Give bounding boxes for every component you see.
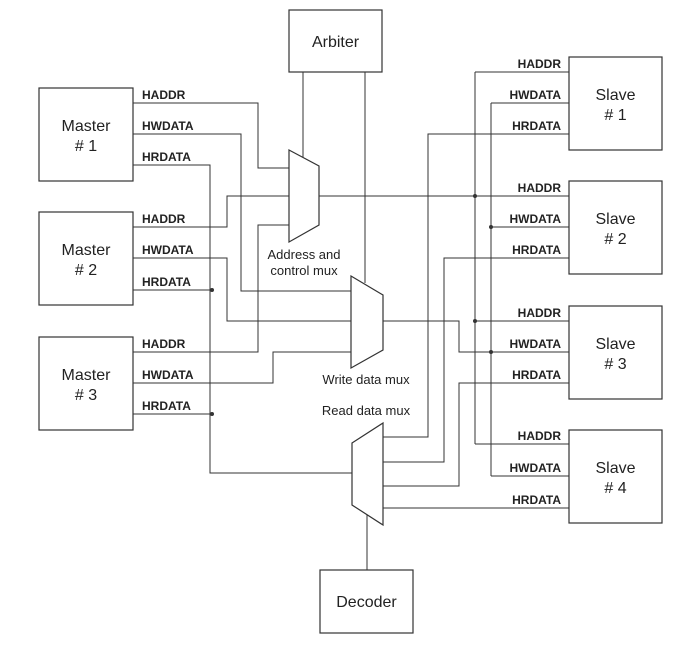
junction-dot [489,350,493,354]
s4-hrdata-label: HRDATA [512,493,561,507]
junction-dot [489,225,493,229]
s1-hwdata-label: HWDATA [509,88,561,102]
s3-hwdata-label: HWDATA [509,337,561,351]
slave-2-number: # 2 [604,231,626,248]
slave-4-label: Slave [595,460,635,477]
mux-labels: Address and control mux Write data mux R… [268,247,411,418]
m1-hwdata-wire [133,133,351,292]
slave-3-block: Slave # 3 [568,305,663,400]
address-mux-label-line2: control mux [270,263,338,278]
master-1-number: # 1 [75,138,97,155]
m2-haddr-wire [133,195,289,228]
m1-haddr-wire [133,102,289,169]
slave-1-label: Slave [595,87,635,104]
master-1-label: Master [62,118,112,135]
junction-dot [210,288,214,292]
s3-haddr-label: HADDR [518,306,562,320]
m2-hwdata-label: HWDATA [142,243,194,257]
wires [133,71,569,570]
junction-dot [473,319,477,323]
s1-haddr-label: HADDR [518,57,562,71]
m3-hwdata-wire [133,351,351,384]
read-mux-label: Read data mux [322,403,411,418]
master-2-block: Master # 2 [38,211,134,306]
slave-3-number: # 3 [604,356,626,373]
m1-haddr-label: HADDR [142,88,186,102]
s3-hrdata-label: HRDATA [512,368,561,382]
s2-hrdata-wire [383,257,569,463]
junction-dot [473,194,477,198]
master-3-block: Master # 3 [38,336,134,431]
decoder-block: Decoder [319,569,414,634]
master-3-number: # 3 [75,387,97,404]
s4-hwdata-label: HWDATA [509,461,561,475]
arbiter-label: Arbiter [312,34,360,51]
slave-4-number: # 4 [604,480,626,497]
s1-hrdata-wire [383,133,569,438]
m1-hrdata-label: HRDATA [142,150,191,164]
m2-hrdata-label: HRDATA [142,275,191,289]
slave-2-block: Slave # 2 [568,180,663,275]
master-2-label: Master [62,242,112,259]
s2-haddr-label: HADDR [518,181,562,195]
write-data-mux [350,274,384,370]
master-3-label: Master [62,367,112,384]
m2-hwdata-wire [133,257,351,322]
m2-haddr-label: HADDR [142,212,186,226]
s2-hrdata-label: HRDATA [512,243,561,257]
slave-4-block: Slave # 4 [568,429,663,524]
master-1-block: Master # 1 [38,87,134,182]
s3-hrdata-wire [383,382,569,487]
slave-1-number: # 1 [604,107,626,124]
master-2-number: # 2 [75,262,97,279]
m1-hrdata-wire [133,164,352,474]
m1-hwdata-label: HWDATA [142,119,194,133]
address-mux-label-line1: Address and [268,247,341,262]
m3-hwdata-label: HWDATA [142,368,194,382]
arbiter-block: Arbiter [288,9,383,73]
s2-hwdata-label: HWDATA [509,212,561,226]
junctions [210,194,493,416]
junction-dot [210,412,214,416]
slave-1-block: Slave # 1 [568,56,663,151]
decoder-label: Decoder [336,594,397,611]
s4-haddr-label: HADDR [518,429,562,443]
read-data-mux [351,421,384,527]
slave-signal-labels: HADDR HWDATA HRDATA HADDR HWDATA HRDATA … [509,57,561,507]
write-mux-label: Write data mux [322,372,410,387]
m3-hrdata-label: HRDATA [142,399,191,413]
slave-3-label: Slave [595,336,635,353]
slave-2-label: Slave [595,211,635,228]
master-signal-labels: HADDR HWDATA HRDATA HADDR HWDATA HRDATA … [142,88,194,413]
address-control-mux [288,149,320,244]
m3-haddr-label: HADDR [142,337,186,351]
m3-haddr-wire [133,224,289,353]
s1-hrdata-label: HRDATA [512,119,561,133]
